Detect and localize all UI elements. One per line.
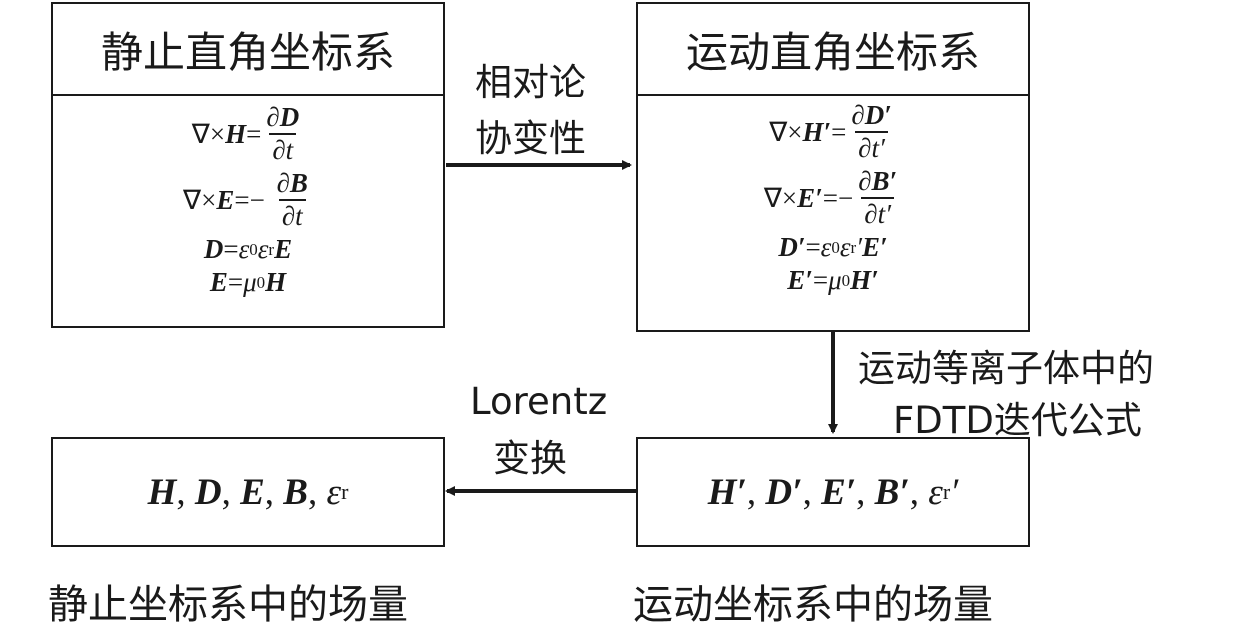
lorentz-label-line2: 变换 bbox=[493, 437, 567, 480]
covariance-label-line2: 协变性 bbox=[475, 117, 586, 160]
static-eq-faraday-e: ∇×E=− ∂B∂t bbox=[183, 168, 308, 231]
fdtd-label-line2: FDTD迭代公式 bbox=[893, 399, 1142, 442]
static-frame-title: 静止直角坐标系 bbox=[53, 4, 443, 96]
static-eq-faraday-h: ∇×H=∂D∂t bbox=[191, 102, 300, 165]
moving-caption: 运动坐标系中的场量 bbox=[633, 582, 993, 628]
moving-frame-title: 运动直角坐标系 bbox=[638, 4, 1028, 96]
covariance-label-line1: 相对论 bbox=[475, 61, 586, 104]
moving-eq-faraday-e: ∇×E′=−∂B′∂t′ bbox=[763, 166, 898, 229]
moving-eq-faraday-h: ∇×H′=∂D′∂t′ bbox=[769, 100, 892, 163]
fdtd-label-line1: 运动等离子体中的 bbox=[858, 347, 1154, 390]
static-caption: 静止坐标系中的场量 bbox=[48, 582, 408, 628]
lorentz-label-line1: Lorentz bbox=[470, 380, 608, 423]
